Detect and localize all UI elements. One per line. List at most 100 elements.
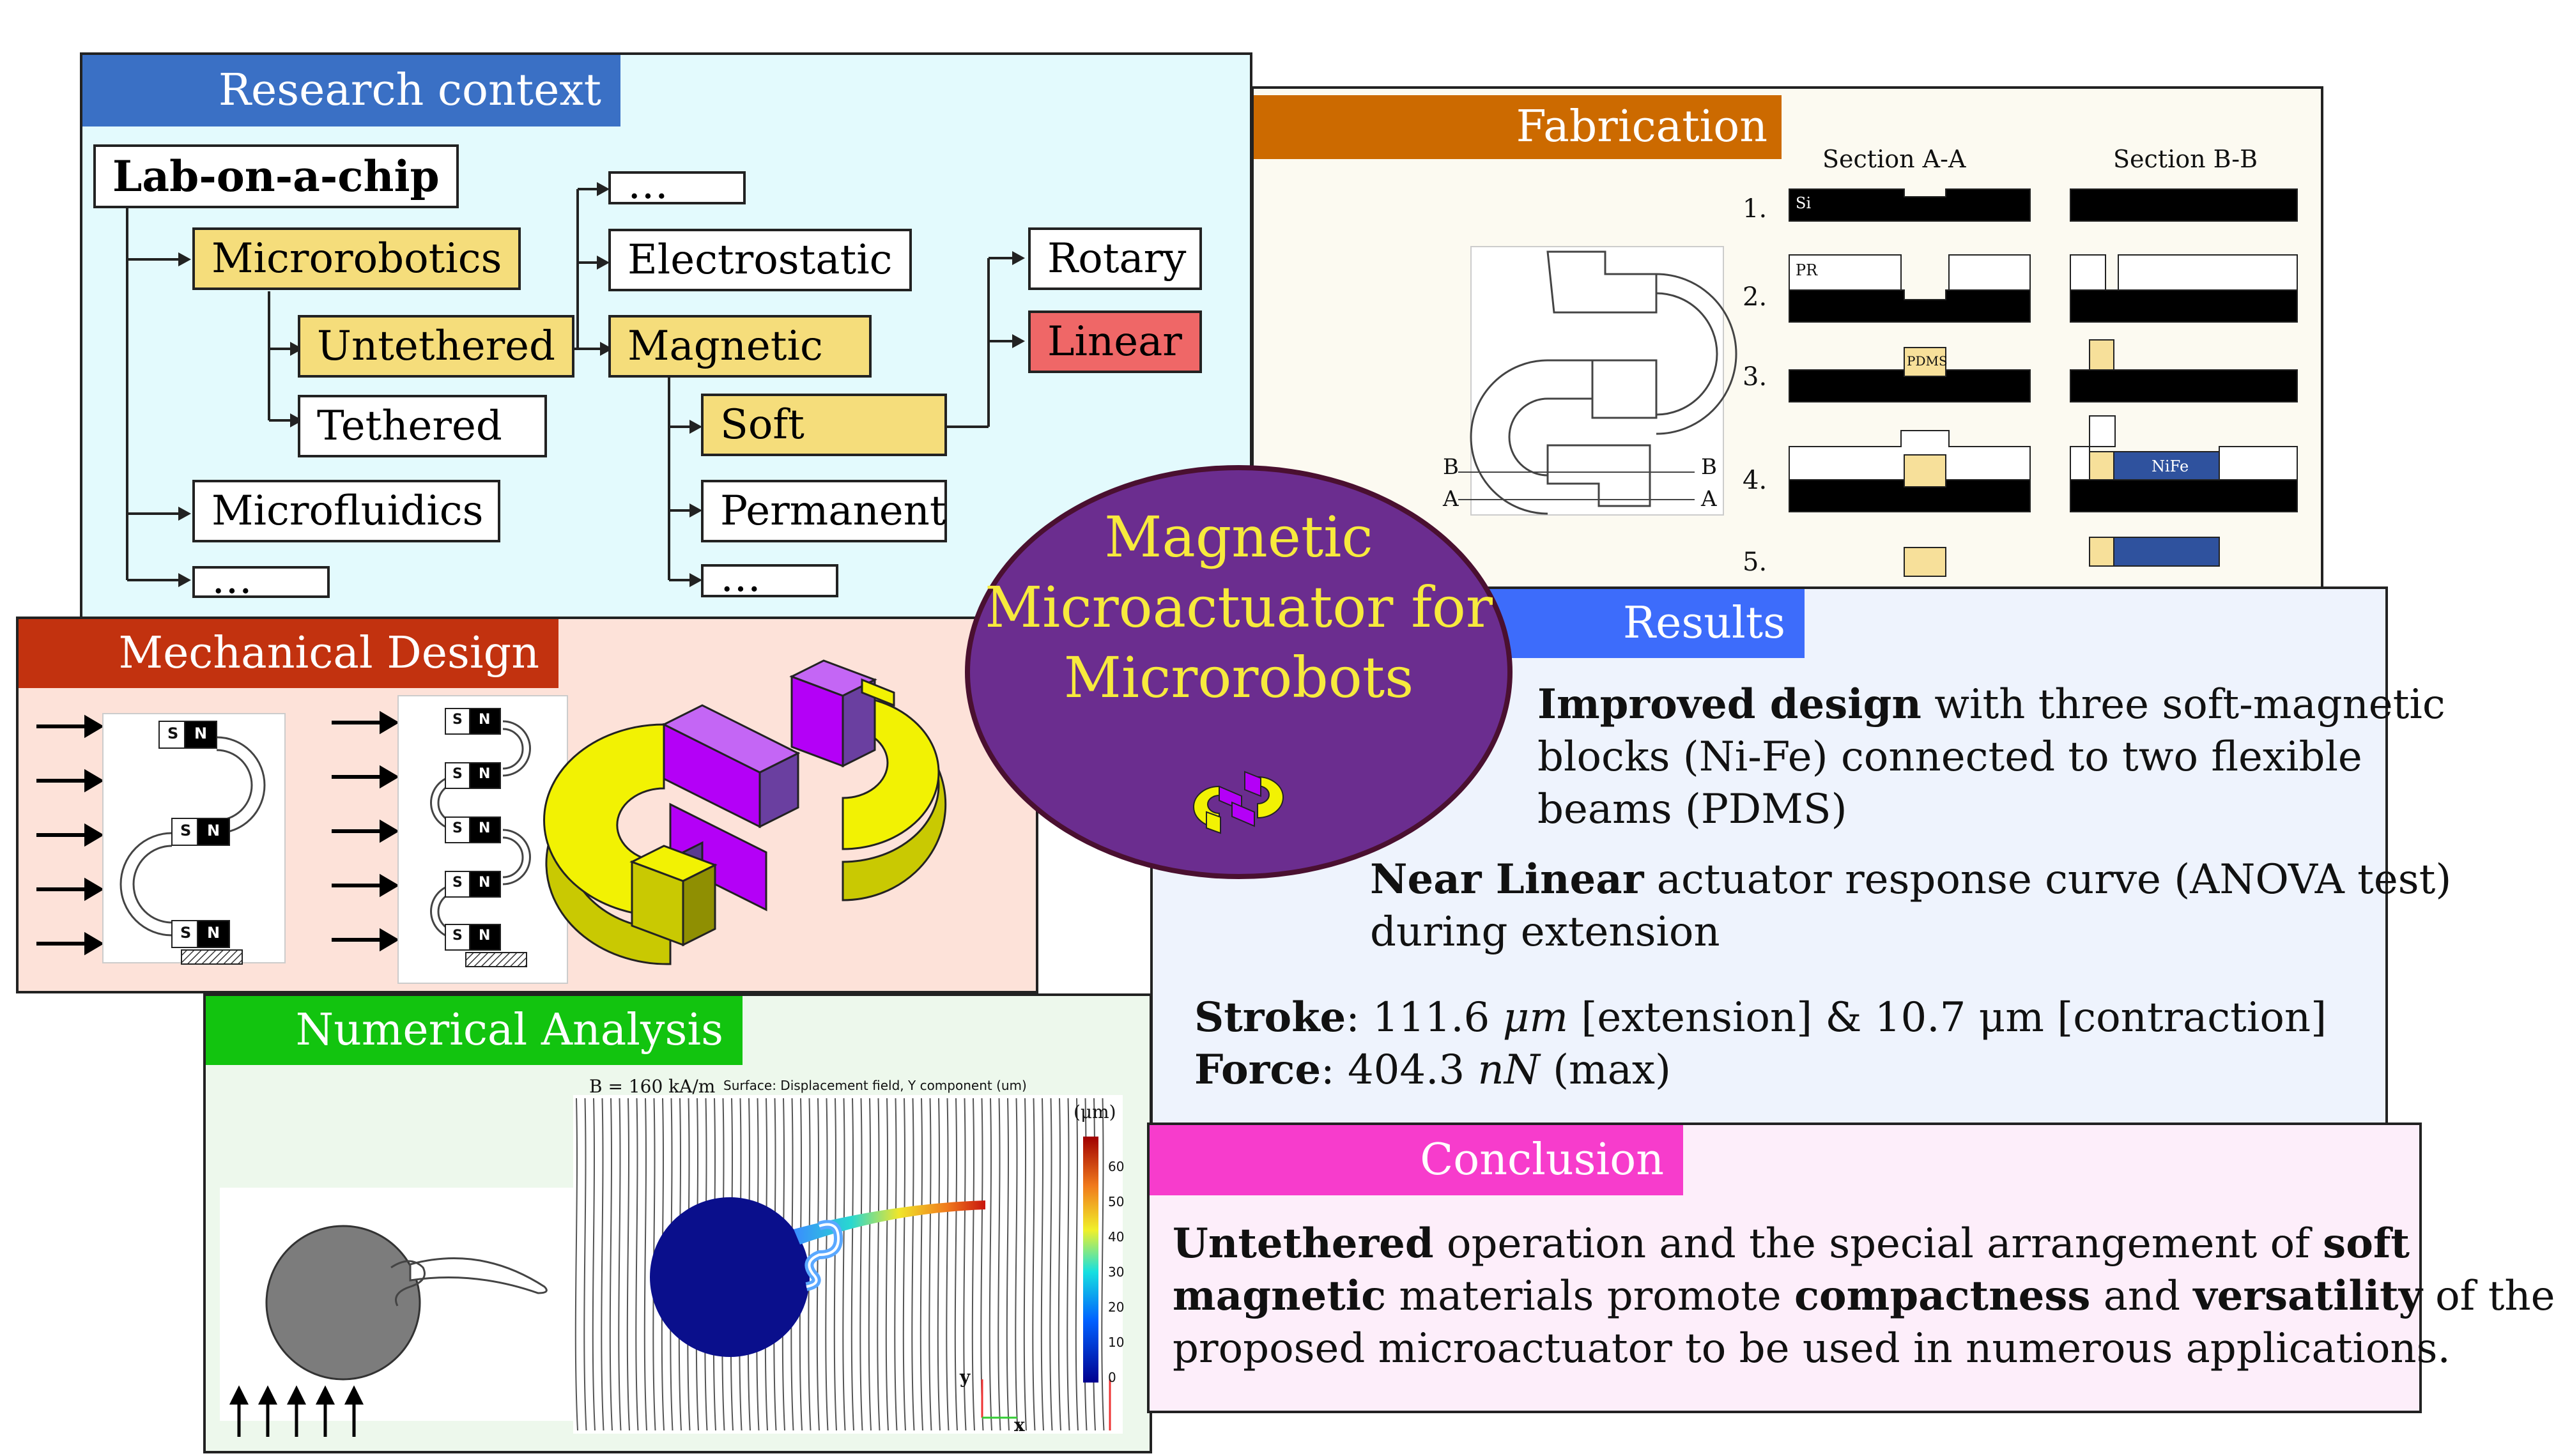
center-title-line1: Magnetic xyxy=(1104,504,1373,570)
step-5: 5. xyxy=(1743,548,1767,577)
numerical-simulation xyxy=(220,1095,1123,1437)
conclusion-w5: versatility xyxy=(2193,1272,2422,1320)
conclusion-t3: and xyxy=(2090,1273,2194,1320)
mech1-s2: S xyxy=(180,822,192,839)
mech2-s1: S xyxy=(452,712,463,728)
label-b-right: B xyxy=(1701,454,1717,480)
mech2-n4: N xyxy=(479,875,491,891)
mech1-n3: N xyxy=(207,924,220,942)
conclusion-w4: compactness xyxy=(1794,1272,2091,1320)
conclusion-t2: materials promote xyxy=(1386,1273,1794,1320)
results-p2-line2: during extension xyxy=(1370,908,1720,956)
node-electrostatic: Electrostatic xyxy=(608,229,912,291)
numerical-analysis-header: Numerical Analysis xyxy=(206,996,743,1065)
label-pdms: PDMS xyxy=(1907,353,1948,369)
center-title-line2: Microactuator for xyxy=(985,574,1493,640)
node-microfluidics: Microfluidics xyxy=(192,480,500,542)
fabrication-panel: Fabrication Section A-A Section B-B 1. 2… xyxy=(1251,86,2323,597)
surface-label: Surface: Displacement field, Y component… xyxy=(723,1078,1027,1093)
label-a-right: A xyxy=(1701,486,1717,512)
center-title: Magnetic Microactuator for Microrobots xyxy=(970,502,1507,713)
fabrication-header: Fabrication xyxy=(1254,95,1782,159)
colorbar-tick-60: 60 xyxy=(1108,1159,1125,1174)
node-permanent: Permanent xyxy=(701,480,947,542)
center-title-line3: Microrobots xyxy=(1063,645,1414,710)
mech2-n1: N xyxy=(479,712,491,728)
conclusion-w3: magnetic xyxy=(1173,1272,1387,1320)
conclusion-panel: Conclusion Untethered operation and the … xyxy=(1147,1123,2555,1413)
colorbar-tick-0: 0 xyxy=(1108,1370,1116,1385)
mech2-n3: N xyxy=(479,820,491,836)
node-tethered: Tethered xyxy=(298,395,547,457)
results-stroke: Stroke: 111.6 μm [extension] & 10.7 μm [… xyxy=(1194,992,2327,1096)
colorbar-tick-50: 50 xyxy=(1108,1194,1125,1209)
force-label: Force xyxy=(1194,1046,1321,1094)
section-aa-label: Section A-A xyxy=(1822,145,1966,173)
mech2-n5: N xyxy=(479,928,491,944)
conclusion-w2: soft xyxy=(2323,1220,2410,1268)
colorbar-unit: (μm) xyxy=(1074,1101,1116,1123)
step-4: 4. xyxy=(1743,466,1767,495)
results-p2-bold: Near Linear xyxy=(1370,855,1644,903)
mechanical-design-header: Mechanical Design xyxy=(19,619,558,688)
results-p1-line3: beams (PDMS) xyxy=(1537,786,1847,833)
colorbar-tick-20: 20 xyxy=(1108,1299,1125,1315)
step-1: 1. xyxy=(1743,194,1767,224)
stroke-unit-1: μm xyxy=(1502,994,1568,1041)
results-p1-line2: blocks (Ni-Fe) connected to two flexible xyxy=(1537,733,2362,781)
mech1-s3: S xyxy=(180,924,192,942)
force-tail: (max) xyxy=(1539,1046,1671,1094)
mechanical-design-panel: Mechanical Design xyxy=(16,617,1038,993)
node-linear: Linear xyxy=(1028,310,1202,373)
label-a-left: A xyxy=(1443,486,1459,512)
node-lab-on-a-chip: Lab-on-a-chip xyxy=(93,144,459,208)
label-pr: PR xyxy=(1796,261,1818,279)
conclusion-t1: operation and the special arrangement of xyxy=(1433,1220,2323,1268)
conclusion-text: Untethered operation and the special arr… xyxy=(1173,1218,2555,1375)
conclusion-t5: proposed microactuator to be used in num… xyxy=(1173,1325,2451,1372)
results-p2: Near Linear actuator response curve (ANO… xyxy=(1370,854,2451,958)
mech1-n1: N xyxy=(194,724,208,742)
node-microrobotics: Microrobotics xyxy=(192,227,521,290)
mech1-n2: N xyxy=(207,822,220,839)
actuator-layout-drawing xyxy=(1458,246,1737,516)
conclusion-t4: of the xyxy=(2422,1273,2555,1320)
label-nife: NiFe xyxy=(2152,457,2189,475)
mech2-s5: S xyxy=(452,928,463,944)
colorbar-tick-30: 30 xyxy=(1108,1264,1125,1280)
force-unit: nN xyxy=(1477,1046,1540,1094)
stroke-value-2: [extension] & 10.7 μm [contraction] xyxy=(1568,994,2327,1041)
node-magnetic: Magnetic xyxy=(608,315,872,378)
fabrication-cross-sections xyxy=(1789,188,2298,577)
node-ellipsis-1: … xyxy=(192,559,330,600)
node-ellipsis-3: … xyxy=(701,557,838,598)
conclusion-header: Conclusion xyxy=(1150,1125,1683,1195)
label-si: Si xyxy=(1796,194,1812,212)
conclusion-w1: Untethered xyxy=(1173,1220,1434,1268)
mech2-n2: N xyxy=(479,766,491,782)
step-3: 3. xyxy=(1743,362,1767,392)
research-context-header: Research context xyxy=(82,55,620,126)
colorbar-tick-40: 40 xyxy=(1108,1229,1125,1245)
axis-x-label: x xyxy=(1014,1414,1025,1436)
mechanical-drawings xyxy=(36,659,947,984)
results-p2-line1: actuator response curve (ANOVA test) xyxy=(1644,856,2452,903)
results-p1-bold: Improved design xyxy=(1537,680,1921,728)
results-p1-line1: with three soft-magnetic xyxy=(1921,681,2445,728)
node-untethered: Untethered xyxy=(298,315,574,378)
mech2-s3: S xyxy=(452,820,463,836)
mech2-s4: S xyxy=(452,875,463,891)
numerical-analysis-panel: Numerical Analysis xyxy=(203,993,1152,1453)
colorbar-tick-10: 10 xyxy=(1108,1335,1125,1350)
field-strength-label: B = 160 kA/m xyxy=(589,1076,716,1097)
center-title-ellipse: Magnetic Microactuator for Microrobots xyxy=(965,465,1513,879)
stroke-label: Stroke xyxy=(1194,993,1346,1041)
node-rotary: Rotary xyxy=(1028,227,1202,290)
node-ellipsis-2: … xyxy=(608,164,746,205)
section-bb-label: Section B-B xyxy=(2113,145,2258,173)
taxonomy-connectors xyxy=(126,182,1025,587)
label-b-left: B xyxy=(1443,454,1459,480)
results-p1: Improved design with three soft-magnetic… xyxy=(1537,678,2445,836)
stroke-value-1: : 111.6 xyxy=(1346,994,1503,1041)
axis-y-label: y xyxy=(960,1367,971,1388)
